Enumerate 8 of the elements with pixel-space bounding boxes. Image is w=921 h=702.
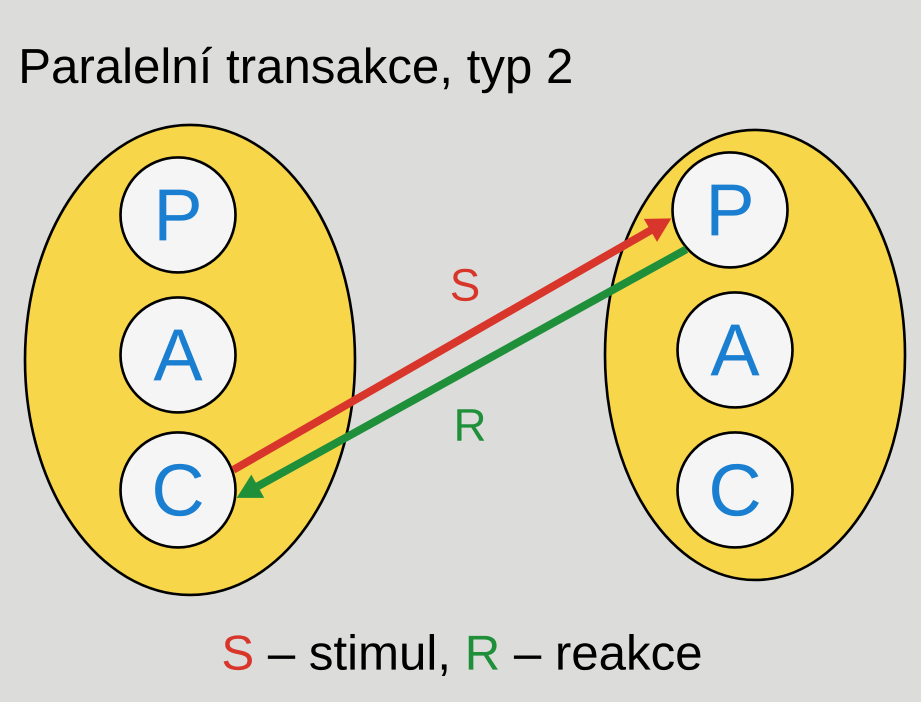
edge-label: R: [457, 409, 484, 441]
label: – reakce: [514, 634, 700, 670]
label: S: [224, 635, 252, 670]
label: R: [468, 636, 498, 670]
title: Paralelní transakce, typ 2: [22, 46, 571, 94]
label: – stimul,: [268, 634, 447, 676]
edge-label: S: [452, 268, 478, 302]
legend-text: S – stimul, R – reakce: [224, 634, 700, 676]
